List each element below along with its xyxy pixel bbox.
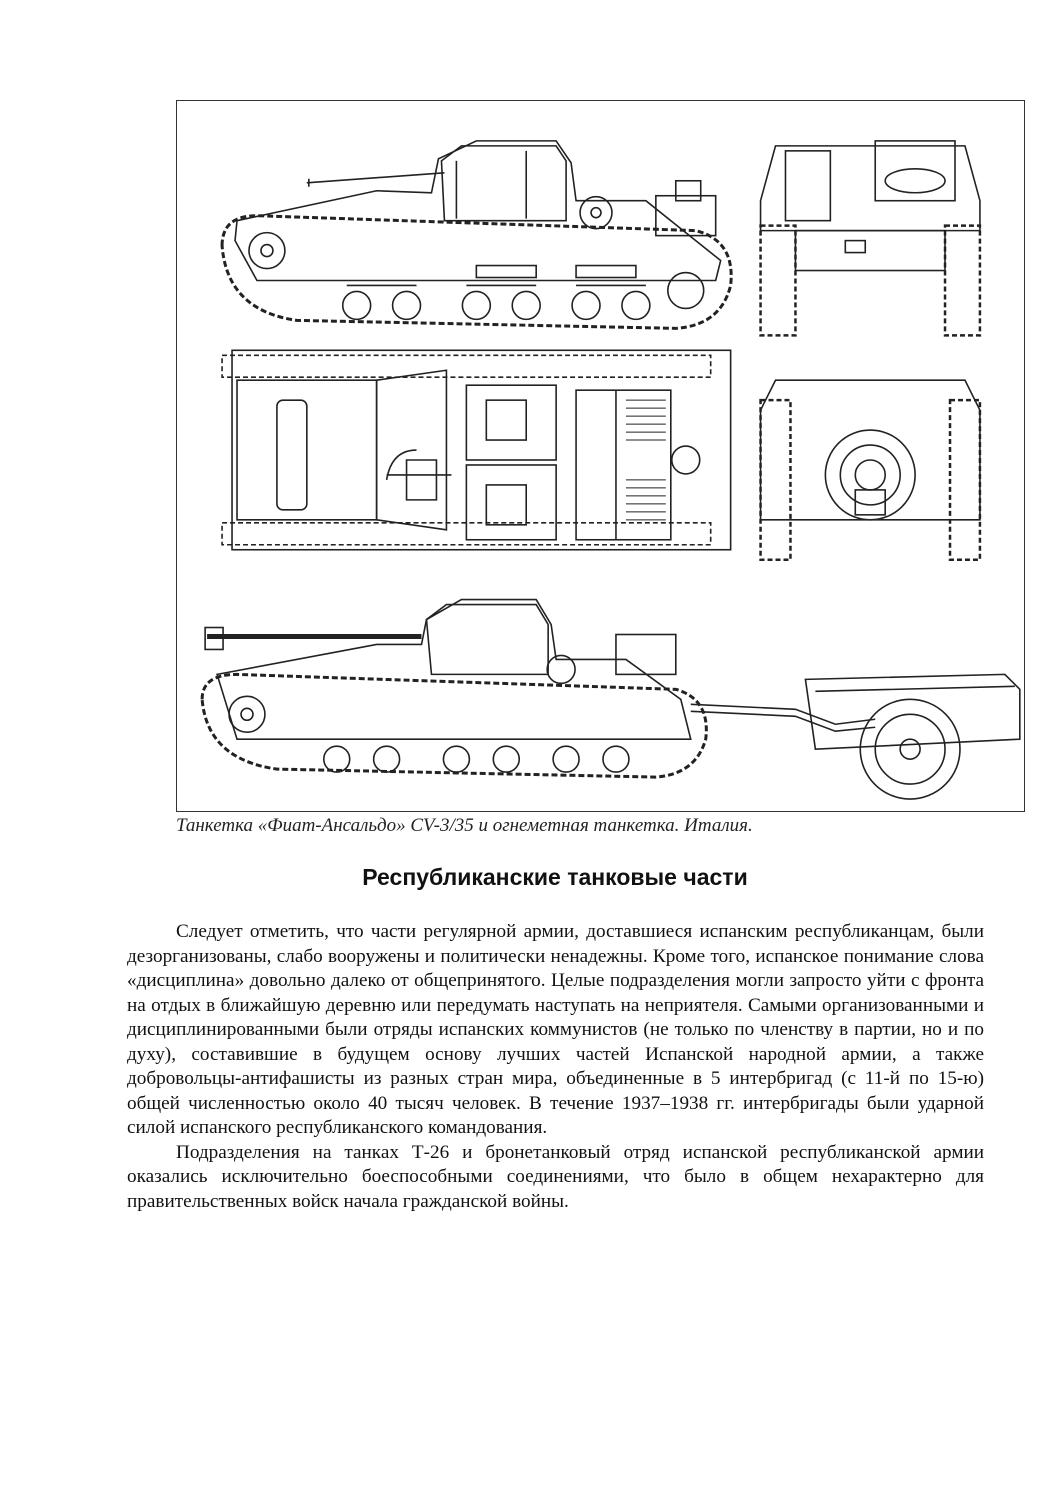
rear-view-tankette (759, 379, 982, 561)
paragraph: Следует отметить, что части регулярной а… (127, 921, 984, 1138)
section-body: Следует отметить, что части регулярной а… (127, 920, 984, 1214)
figure-caption: Танкетка «Фиат-Ансальдо» CV-3/35 и огнем… (176, 815, 753, 836)
section-heading: Республиканские танковые части (362, 864, 748, 890)
tankette-line-drawing (200, 140, 1021, 800)
flamethrower-tankette-with-trailer (200, 598, 1021, 800)
side-view-tankette (220, 140, 733, 330)
tankette-drawing-figure (176, 100, 1025, 812)
front-view-tankette (759, 140, 982, 337)
top-view-tankette (221, 349, 732, 551)
paragraph: Подразделения на танках Т-26 и бронетанк… (127, 1141, 984, 1212)
